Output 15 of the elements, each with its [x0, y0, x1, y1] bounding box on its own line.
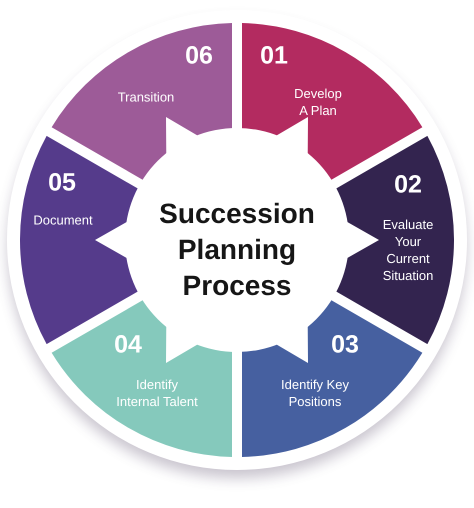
step-number: 04 [114, 332, 142, 358]
step-label: Identify Key Positions [280, 376, 350, 410]
step-number: 05 [48, 170, 76, 196]
step-segment [51, 299, 233, 457]
step-number: 01 [260, 44, 288, 68]
step-number: 02 [394, 172, 422, 198]
center-title: Succession Planning Process [158, 197, 316, 303]
step-label: Identify Internal Talent [115, 376, 199, 410]
step-number: 06 [185, 44, 213, 68]
step-label: Document [32, 212, 94, 228]
step-segment [242, 299, 423, 457]
step-label: Evaluate Your Current Situation [382, 216, 434, 284]
step-label: Develop A Plan [293, 85, 343, 119]
step-number: 03 [331, 332, 359, 358]
step-label: Transition [116, 88, 176, 106]
